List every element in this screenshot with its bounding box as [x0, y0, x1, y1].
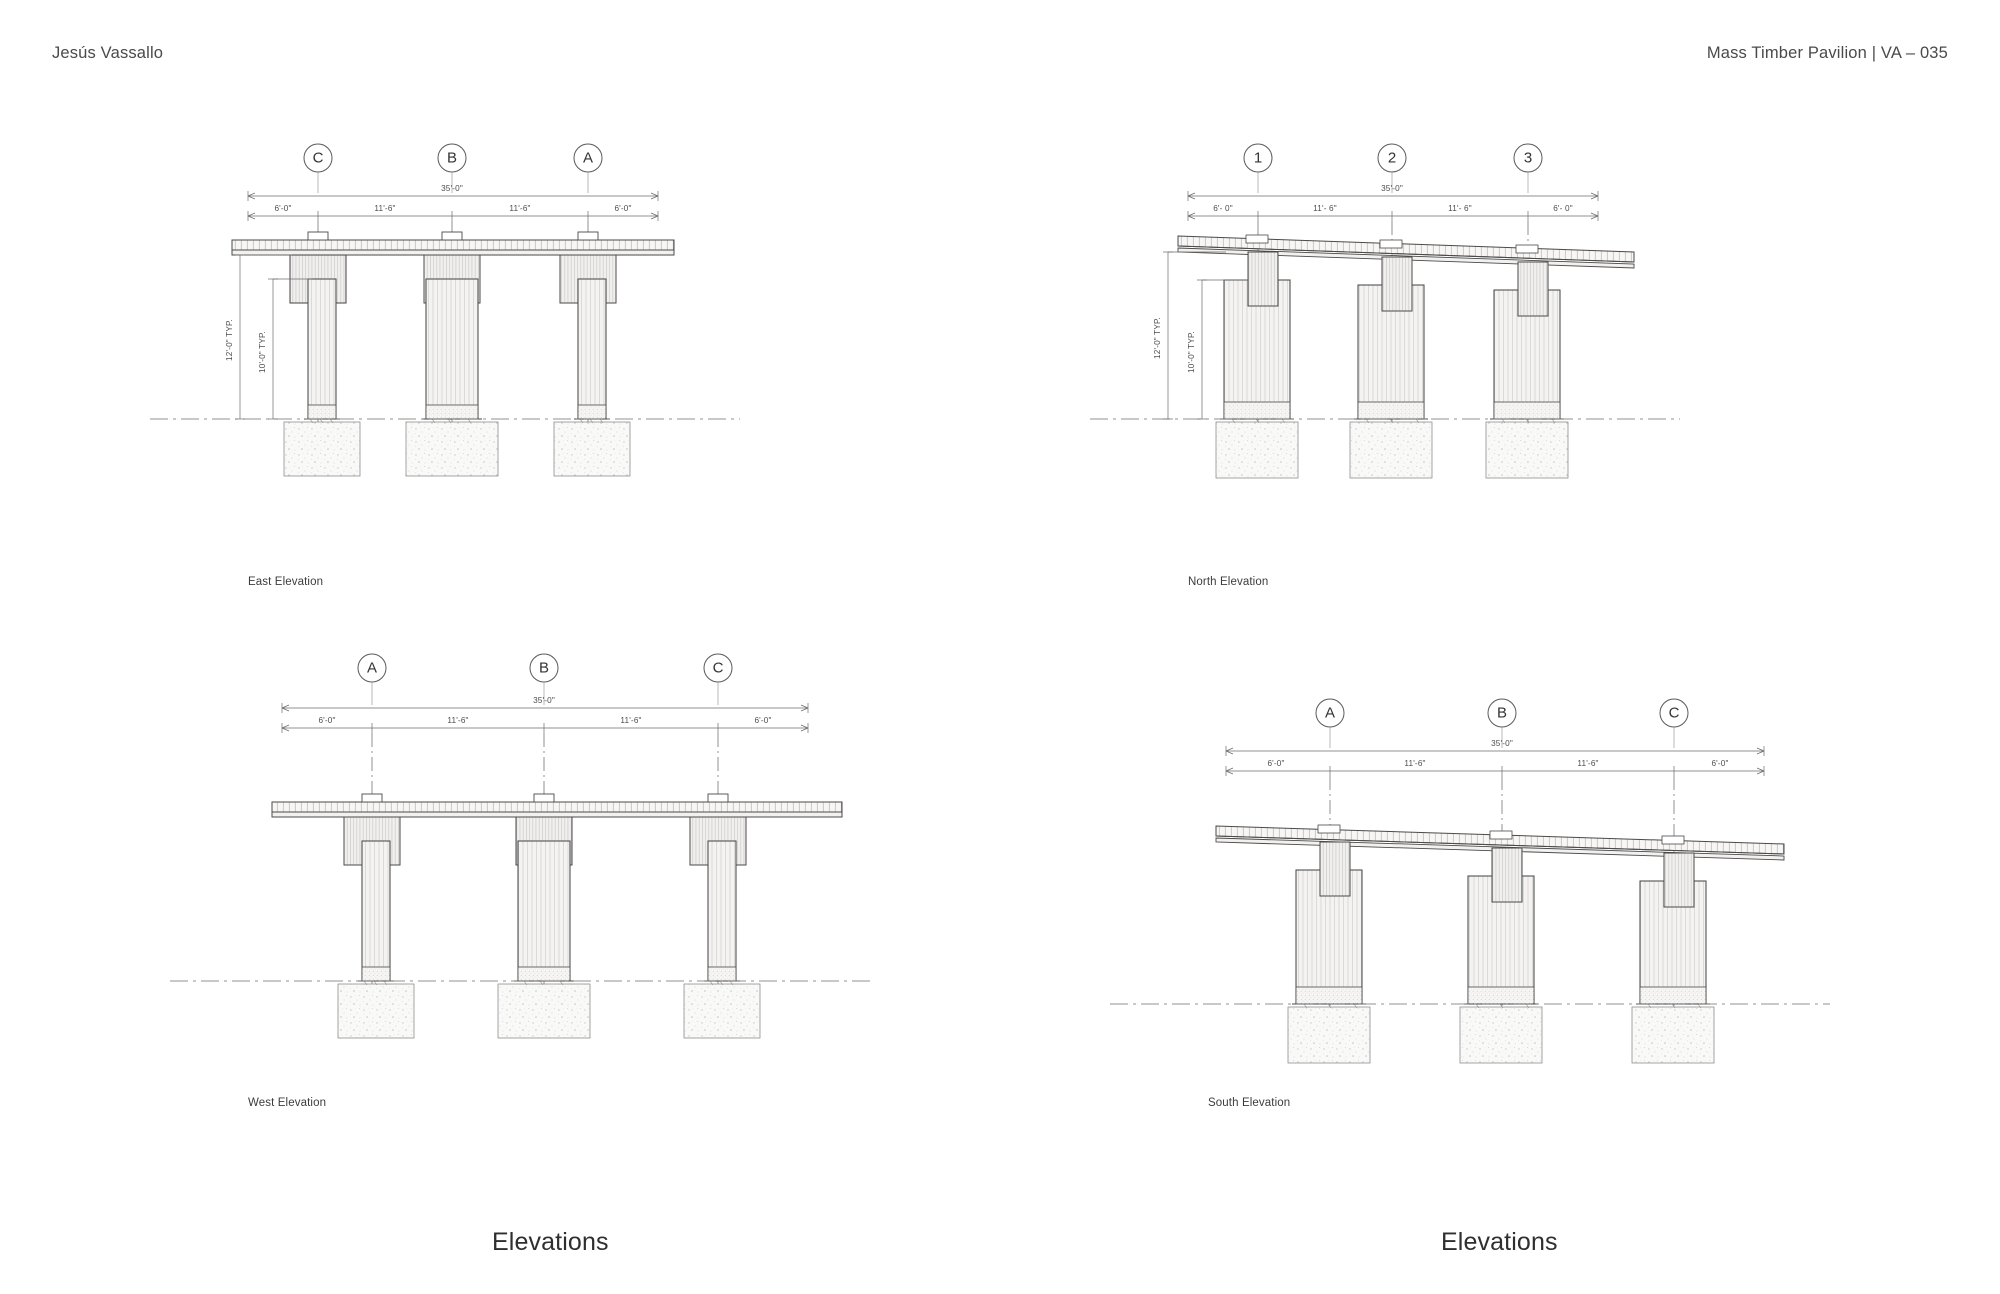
- grid-bubbles: C B A: [303, 143, 603, 193]
- grid-bubble-label: 2: [1388, 150, 1396, 167]
- project-title: Mass Timber Pavilion | VA – 035: [1706, 44, 1948, 62]
- dim-segment-label: 6'-0": [1711, 759, 1728, 768]
- grid-bubble-label: 1: [1254, 150, 1262, 167]
- dim-segment-label: 11'-6": [374, 204, 395, 213]
- segment-dimensions: 6'-0" 11'-6" 11'-6" 6'-0": [1225, 759, 1765, 776]
- grid-bubble-label: A: [583, 150, 593, 167]
- grid-bubble-label: A: [1325, 705, 1335, 722]
- grid-bubbles: 1 2 3: [1243, 143, 1543, 193]
- author-name: Jesús Vassallo: [52, 44, 164, 62]
- vertical-dim-label: 12'-0" TYP.: [1153, 317, 1162, 359]
- sheet-title-left: Elevations: [492, 1228, 609, 1256]
- grid-bubble-label: B: [1497, 705, 1507, 722]
- structure-bay: [337, 816, 761, 1039]
- drawing-caption-west: West Elevation: [248, 1097, 327, 1109]
- drawing-east-elevation: C B A 35'-0": [150, 140, 880, 588]
- overall-dim-label: 35'-0": [441, 184, 463, 193]
- grid-bubble-label: B: [447, 150, 457, 167]
- dim-segment-label: 11'-6": [447, 716, 468, 725]
- dim-segment-label: 11'-6": [1577, 759, 1598, 768]
- drawing-west-elevation: A B C 35'-0": [170, 630, 880, 1109]
- west-elevation-svg: A B C 35'-0": [170, 653, 870, 1039]
- north-elevation-svg: 1 2 3 35'-0": [1090, 143, 1680, 479]
- vertical-dimensions: 12'-0" TYP. 10'-0" TYP.: [225, 254, 312, 420]
- grid-bubble-label: C: [313, 150, 324, 167]
- grid-bubble-label: A: [367, 660, 377, 677]
- structure-bay: [1287, 841, 1715, 1064]
- dim-segment-label: 6'-0": [1267, 759, 1284, 768]
- dim-segment-label: 6'- 0": [1553, 204, 1573, 213]
- roof-deck: [231, 231, 675, 256]
- overall-dim-label: 35'-0": [533, 696, 555, 705]
- segment-dimensions: 6'-0" 11'-6" 11'-6" 6'-0": [247, 204, 659, 221]
- sheet-title-right: Elevations: [1441, 1228, 1558, 1256]
- grid-bubble-label: C: [1669, 705, 1680, 722]
- segment-dimensions: 6'-0" 11'-6" 11'-6" 6'-0": [281, 716, 809, 733]
- dim-segment-label: 6'-0": [754, 716, 771, 725]
- grid-bubble-label: C: [713, 660, 724, 677]
- dim-segment-label: 11'- 6": [1448, 204, 1472, 213]
- dim-segment-label: 11'- 6": [1313, 204, 1337, 213]
- drawing-south-elevation: A B C 35'-0": [1110, 630, 1840, 1109]
- overall-dim-label: 35'-0": [1381, 184, 1403, 193]
- drawing-north-elevation: 1 2 3 35'-0": [1090, 140, 1820, 588]
- dim-segment-label: 11'-6": [509, 204, 530, 213]
- overall-dimension: 35'-0": [1225, 739, 1765, 756]
- grid-bubbles: A B C: [357, 653, 733, 705]
- sheet-header: Jesús Vassallo Mass Timber Pavilion | VA…: [0, 0, 2000, 72]
- overall-dimension: 35'-0": [1187, 184, 1599, 201]
- dim-segment-label: 11'-6": [1404, 759, 1425, 768]
- dim-segment-label: 6'- 0": [1213, 204, 1233, 213]
- drawing-caption-south: South Elevation: [1208, 1097, 1291, 1109]
- vertical-dim-label: 10'-0" TYP.: [1187, 331, 1196, 373]
- drawing-caption-north: North Elevation: [1188, 576, 1269, 588]
- grid-bubble-label: B: [539, 660, 549, 677]
- east-elevation-svg: C B A 35'-0": [150, 143, 740, 477]
- overall-dimension: 35'-0": [281, 696, 809, 713]
- overall-dim-label: 35'-0": [1491, 739, 1513, 748]
- structure-bay: [283, 254, 631, 477]
- overall-dimension: 35'-0": [247, 184, 659, 201]
- grid-bubbles: A B C: [1315, 698, 1689, 748]
- dim-segment-label: 6'-0": [318, 716, 335, 725]
- grid-bubble-label: 3: [1524, 150, 1532, 167]
- dim-segment-label: 6'-0": [274, 204, 291, 213]
- dim-segment-label: 6'-0": [614, 204, 631, 213]
- drawing-caption-east: East Elevation: [248, 576, 324, 588]
- vertical-dimensions: 12'-0" TYP. 10'-0" TYP.: [1153, 251, 1248, 420]
- south-elevation-svg: A B C 35'-0": [1110, 698, 1830, 1064]
- structure-bay: [1215, 251, 1569, 479]
- roof-deck: [271, 793, 843, 818]
- segment-dimensions: 6'- 0" 11'- 6" 11'- 6" 6'- 0": [1187, 204, 1599, 221]
- dim-segment-label: 11'-6": [620, 716, 641, 725]
- vertical-dim-label: 10'-0" TYP.: [258, 331, 267, 373]
- vertical-dim-label: 12'-0" TYP.: [225, 319, 234, 361]
